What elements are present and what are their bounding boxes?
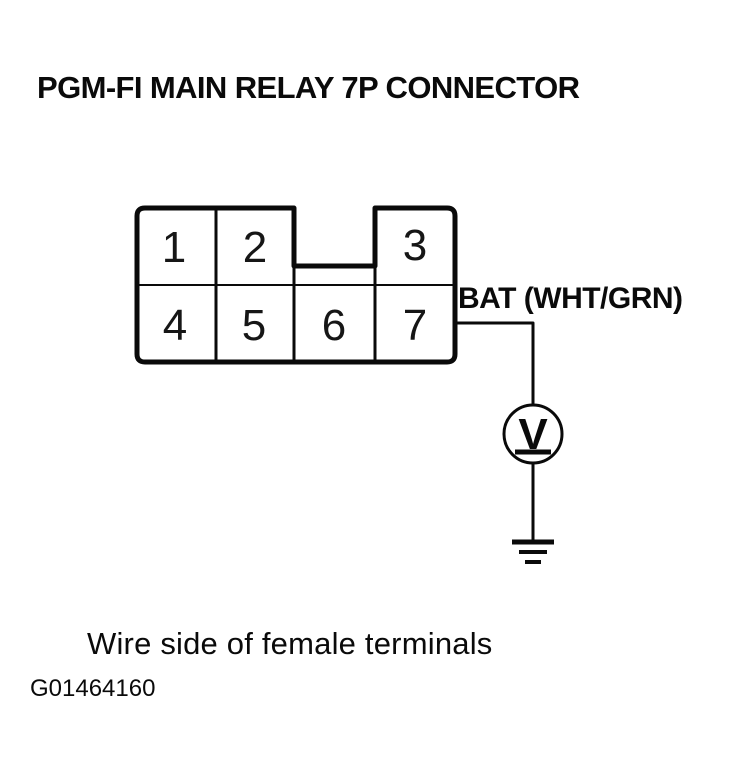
terminal-6-label: 6 [322, 301, 346, 350]
terminal-3-label: 3 [403, 221, 427, 270]
bat-wire [455, 321, 535, 405]
terminal-4-label: 4 [163, 301, 187, 350]
wire-label: BAT (WHT/GRN) [458, 282, 683, 315]
terminal-7-label: 7 [403, 301, 427, 350]
connector-outline [134, 205, 458, 365]
terminal-2-label: 2 [243, 223, 267, 272]
figure-code: G01464160 [30, 675, 156, 702]
terminal-5-label: 5 [242, 301, 266, 350]
caption: Wire side of female terminals [87, 626, 493, 661]
terminal-1-label: 1 [162, 223, 186, 272]
ground-icon [512, 539, 554, 564]
page-title: PGM-FI MAIN RELAY 7P CONNECTOR [37, 70, 580, 105]
voltmeter-icon: V [502, 403, 564, 465]
